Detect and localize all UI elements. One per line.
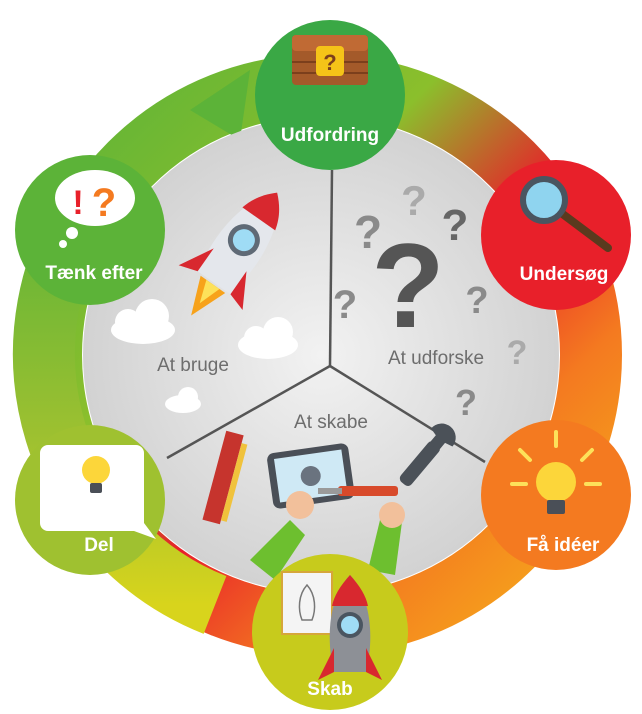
cycle-arrow-head xyxy=(190,70,250,140)
cloud-icon xyxy=(111,299,298,413)
thought-bubble-icon: ! ? xyxy=(55,170,135,248)
magnifier-icon xyxy=(520,176,612,252)
sector-use: At bruge xyxy=(111,192,298,413)
rocket-icon xyxy=(318,575,382,680)
question-mark-icon: ? xyxy=(354,206,382,258)
sector-label-use: At bruge xyxy=(157,355,229,376)
question-mark-icon: ? xyxy=(92,181,116,225)
question-mark-icon: ? xyxy=(455,382,477,423)
node-label-ideas: Få idéer xyxy=(527,535,600,556)
ruler-icon xyxy=(202,430,248,525)
rocket-icon xyxy=(178,192,280,316)
question-mark-icon: ? xyxy=(401,177,427,224)
lightbulb-icon xyxy=(510,430,602,514)
sector-make: At skabe xyxy=(202,412,456,580)
sector-divider xyxy=(328,169,334,367)
node-ideas[interactable]: Få idéer xyxy=(481,420,631,570)
question-mark-icon: ? xyxy=(371,219,444,353)
center-hub xyxy=(83,117,559,593)
sector-label-explore: At udforske xyxy=(388,348,484,369)
treasure-chest-icon: ? xyxy=(292,35,368,85)
question-mark-icon: ? xyxy=(323,50,336,75)
soldering-iron-icon xyxy=(318,486,398,496)
node-create[interactable]: Skab xyxy=(252,554,408,710)
lightbulb-speech-icon xyxy=(40,445,156,539)
node-investigate[interactable]: Undersøg xyxy=(481,160,631,310)
node-label-reflect: Tænk efter xyxy=(45,263,143,284)
node-label-challenge: Udfordring xyxy=(281,125,379,146)
node-label-create: Skab xyxy=(307,679,352,700)
node-label-share: Del xyxy=(84,535,114,556)
node-reflect[interactable]: ! ? Tænk efter xyxy=(15,155,165,305)
hands-icon xyxy=(250,491,405,580)
wrench-icon xyxy=(399,423,456,486)
node-challenge[interactable]: ? Udfordring xyxy=(255,20,405,170)
question-mark-icon: ? xyxy=(333,283,357,327)
sector-explore: ? ? ? ? ? ? ? ? At udforske xyxy=(333,177,528,423)
sector-divider xyxy=(166,364,331,460)
question-mark-icon: ? xyxy=(442,201,469,250)
sector-label-make: At skabe xyxy=(294,412,368,433)
sector-divider xyxy=(329,364,486,464)
rocket-blueprint-icon xyxy=(281,571,333,635)
question-mark-icon: ? xyxy=(507,334,528,372)
node-label-investigate: Undersøg xyxy=(520,264,609,285)
node-share[interactable]: Del xyxy=(15,425,165,575)
question-mark-icon: ? xyxy=(465,280,488,322)
exclamation-icon: ! xyxy=(72,184,83,222)
